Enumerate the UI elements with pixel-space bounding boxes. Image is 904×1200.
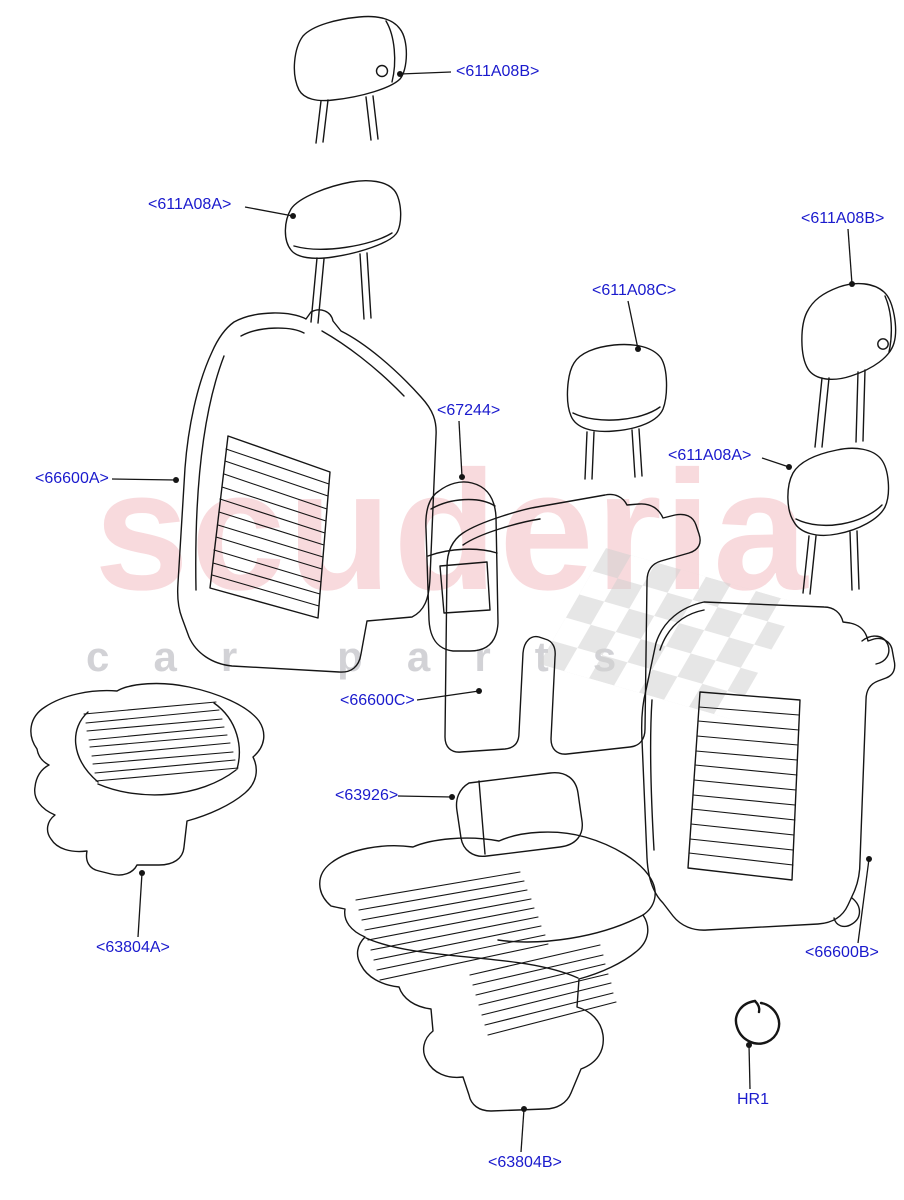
part-label-seat-back-right[interactable]: <66600B> bbox=[805, 944, 879, 962]
leader-dot-headrest-right-upper bbox=[849, 281, 855, 287]
part-label-headrest-guide-hook[interactable]: HR1 bbox=[737, 1091, 770, 1109]
seat-cushion-bottom-drawing bbox=[319, 831, 656, 1112]
seat-back-right-drawing bbox=[640, 601, 896, 931]
leader-line-seat-cushion-left bbox=[137, 872, 143, 938]
leader-dot-headrest-right-lower bbox=[786, 464, 792, 470]
part-label-headrest-top[interactable]: <611A08B> bbox=[456, 63, 540, 81]
part-label-armrest-cover[interactable]: <67244> bbox=[437, 402, 501, 420]
leader-line-headrest-center bbox=[627, 300, 639, 350]
part-label-headrest-left[interactable]: <611A08A> bbox=[148, 196, 232, 214]
leader-lines bbox=[111, 71, 872, 1153]
leader-line-back-panel bbox=[416, 690, 480, 701]
leader-dot-back-panel bbox=[476, 688, 482, 694]
part-label-headrest-center[interactable]: <611A08C> bbox=[592, 282, 677, 300]
headrest-left-drawing bbox=[284, 180, 402, 324]
part-label-seat-cushion-bottom[interactable]: <63804B> bbox=[488, 1154, 562, 1172]
part-label-foam-block[interactable]: <63926> bbox=[335, 787, 399, 805]
leader-line-headrest-left bbox=[244, 206, 294, 217]
headrest-guide-hook-drawing bbox=[734, 999, 781, 1045]
leader-line-armrest-cover bbox=[458, 420, 463, 478]
part-label-seat-back-left[interactable]: <66600A> bbox=[35, 470, 109, 488]
leader-dot-armrest-cover bbox=[459, 474, 465, 480]
headrest-right-lower-drawing bbox=[787, 447, 890, 595]
seat-cushion-left-drawing bbox=[30, 682, 265, 876]
leader-line-headrest-right-upper bbox=[847, 228, 853, 285]
leader-line-headrest-guide-hook bbox=[748, 1044, 751, 1090]
leader-dot-headrest-guide-hook bbox=[746, 1042, 752, 1048]
leader-line-seat-cushion-bottom bbox=[520, 1108, 525, 1153]
part-label-back-panel[interactable]: <66600C> bbox=[340, 692, 415, 710]
leader-dot-seat-back-right bbox=[866, 856, 872, 862]
leader-dot-seat-cushion-bottom bbox=[521, 1106, 527, 1112]
part-label-headrest-right-upper[interactable]: <611A08B> bbox=[801, 210, 885, 228]
leader-dot-headrest-top bbox=[397, 71, 403, 77]
headrest-right-upper-drawing bbox=[801, 282, 897, 448]
leader-dot-headrest-center bbox=[635, 346, 641, 352]
seat-back-left-drawing bbox=[176, 309, 437, 673]
leader-line-seat-back-right bbox=[857, 858, 870, 944]
foam-block-drawing bbox=[455, 772, 583, 857]
leader-line-headrest-top bbox=[399, 71, 452, 75]
headrest-top-drawing bbox=[293, 15, 408, 144]
headrest-center-drawing bbox=[566, 343, 668, 480]
leader-line-headrest-right-lower bbox=[761, 457, 790, 468]
armrest-cover-drawing bbox=[425, 481, 499, 652]
leader-dot-seat-back-left bbox=[173, 477, 179, 483]
back-panel-drawing bbox=[444, 493, 701, 755]
part-label-headrest-right-lower[interactable]: <611A08A> bbox=[668, 447, 752, 465]
leader-line-foam-block bbox=[397, 795, 453, 798]
leader-dot-foam-block bbox=[449, 794, 455, 800]
leader-dot-headrest-left bbox=[290, 213, 296, 219]
leader-line-seat-back-left bbox=[111, 478, 177, 481]
part-label-seat-cushion-left[interactable]: <63804A> bbox=[96, 939, 170, 957]
leader-dot-seat-cushion-left bbox=[139, 870, 145, 876]
